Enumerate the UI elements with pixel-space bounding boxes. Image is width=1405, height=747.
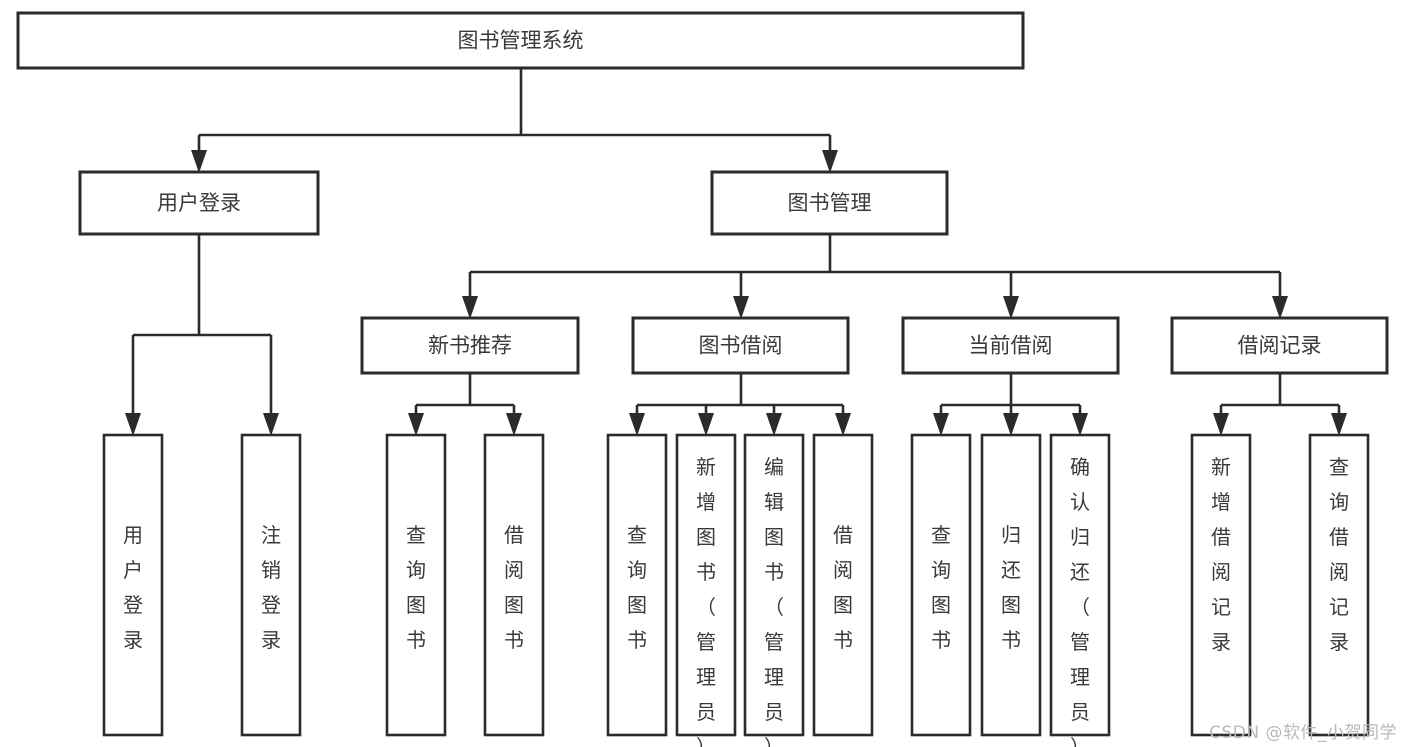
node-box[interactable] [385, 433, 447, 737]
arrow-head-icon [125, 413, 141, 436]
node-label: 图书借阅 [699, 334, 783, 358]
node-l-add-book[interactable]: 新增图书（管理员） [675, 433, 737, 747]
node-label: 借阅图书 [504, 523, 524, 652]
node-label: 查询图书 [627, 523, 647, 652]
node-l-query-book-2[interactable]: 查询图书 [606, 433, 668, 737]
arrow-head-icon [1003, 413, 1019, 436]
node-box[interactable] [1170, 316, 1389, 375]
node-label: 注销登录 [261, 523, 281, 652]
arrow-head-icon [1003, 296, 1019, 319]
node-label: 查询借阅记录 [1329, 455, 1349, 654]
connector-group-root [191, 68, 838, 173]
node-label: 新增图书（管理员） [696, 455, 716, 747]
connector-group-n-book-borrow [629, 373, 851, 436]
arrow-head-icon [191, 150, 207, 173]
node-box[interactable] [675, 433, 737, 737]
node-label: 用户登录 [157, 191, 241, 215]
node-box[interactable] [710, 170, 949, 236]
arrow-head-icon [408, 413, 424, 436]
node-box[interactable] [1308, 433, 1370, 737]
node-label: 查询图书 [931, 523, 951, 652]
arrow-head-icon [1272, 296, 1288, 319]
node-box[interactable] [910, 433, 972, 737]
connector-group-n-new-book-rec [408, 373, 522, 436]
node-l-edit-book[interactable]: 编辑图书（管理员） [743, 433, 805, 747]
node-l-borrow-book-2[interactable]: 借阅图书 [812, 433, 874, 737]
node-l-user-login[interactable]: 用户登录 [102, 433, 164, 737]
node-box[interactable] [1190, 433, 1252, 737]
connector-group-n-current-borrow [933, 373, 1088, 436]
connector-group-n-user-login [125, 234, 279, 436]
node-label: 用户登录 [123, 523, 143, 652]
node-l-return-book[interactable]: 归还图书 [980, 433, 1042, 737]
node-label: 确认归还（管理员） [1070, 455, 1090, 747]
arrow-head-icon [1072, 413, 1088, 436]
node-box[interactable] [812, 433, 874, 737]
arrow-head-icon [698, 413, 714, 436]
node-box[interactable] [483, 433, 545, 737]
csdn-watermark: CSDN @软件_小贺同学 [1209, 723, 1397, 743]
arrow-head-icon [506, 413, 522, 436]
node-label: 借阅图书 [833, 523, 853, 652]
node-label: 归还图书 [1001, 523, 1021, 652]
node-l-query-book-1[interactable]: 查询图书 [385, 433, 447, 737]
node-box[interactable] [1049, 433, 1111, 737]
node-label: 借阅记录 [1238, 334, 1322, 358]
node-layer: 图书管理系统用户登录图书管理新书推荐图书借阅当前借阅借阅记录用户登录注销登录查询… [16, 11, 1389, 747]
arrow-head-icon [822, 150, 838, 173]
arrow-head-icon [1331, 413, 1347, 436]
node-l-add-record[interactable]: 新增借阅记录 [1190, 433, 1252, 737]
node-label: 当前借阅 [969, 334, 1053, 358]
arrow-head-icon [1213, 413, 1229, 436]
arrow-head-icon [835, 413, 851, 436]
node-box[interactable] [16, 11, 1025, 70]
node-n-current-borrow[interactable]: 当前借阅 [901, 316, 1120, 375]
arrow-head-icon [462, 296, 478, 319]
node-l-query-record[interactable]: 查询借阅记录 [1308, 433, 1370, 737]
arrow-head-icon [629, 413, 645, 436]
node-box[interactable] [743, 433, 805, 737]
connector-group-n-borrow-record [1213, 373, 1347, 436]
node-l-query-book-3[interactable]: 查询图书 [910, 433, 972, 737]
arrow-head-icon [263, 413, 279, 436]
node-n-book-borrow[interactable]: 图书借阅 [631, 316, 850, 375]
node-label: 新书推荐 [428, 334, 512, 358]
node-box[interactable] [78, 170, 320, 236]
node-box[interactable] [606, 433, 668, 737]
arrow-head-icon [733, 296, 749, 319]
node-box[interactable] [240, 433, 302, 737]
node-box[interactable] [901, 316, 1120, 375]
node-label: 新增借阅记录 [1211, 455, 1231, 654]
node-box[interactable] [631, 316, 850, 375]
node-l-borrow-book-1[interactable]: 借阅图书 [483, 433, 545, 737]
node-label: 图书管理 [788, 191, 872, 215]
node-label: 查询图书 [406, 523, 426, 652]
node-box[interactable] [360, 316, 580, 375]
node-n-new-book-rec[interactable]: 新书推荐 [360, 316, 580, 375]
node-n-user-login[interactable]: 用户登录 [78, 170, 320, 236]
node-box[interactable] [980, 433, 1042, 737]
arrow-head-icon [766, 413, 782, 436]
connector-layer [125, 68, 1347, 436]
node-box[interactable] [102, 433, 164, 737]
node-label: 编辑图书（管理员） [764, 455, 784, 747]
arrow-head-icon [933, 413, 949, 436]
connector-group-n-book-mgmt [462, 234, 1288, 319]
node-label: 图书管理系统 [458, 29, 584, 53]
node-n-borrow-record[interactable]: 借阅记录 [1170, 316, 1389, 375]
node-l-logout[interactable]: 注销登录 [240, 433, 302, 737]
node-l-confirm-return[interactable]: 确认归还（管理员） [1049, 433, 1111, 747]
node-n-book-mgmt[interactable]: 图书管理 [710, 170, 949, 236]
node-root[interactable]: 图书管理系统 [16, 11, 1025, 70]
